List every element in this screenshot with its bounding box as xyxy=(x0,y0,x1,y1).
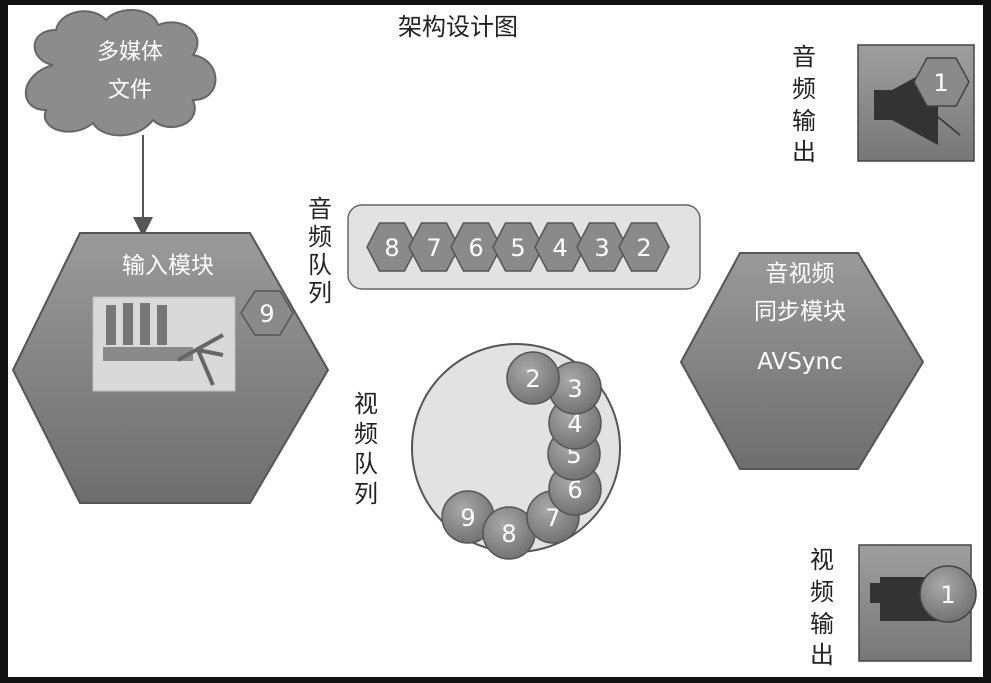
video-queue-number: 2 xyxy=(525,365,540,393)
audio-queue-number: 5 xyxy=(510,234,525,262)
video-output-badge-number: 1 xyxy=(940,581,955,609)
video-output-label: 视 频 输 出 xyxy=(810,546,834,669)
audio-queue-item: 6 xyxy=(450,222,502,272)
video-queue-number: 3 xyxy=(567,375,582,403)
audio-queue-number: 6 xyxy=(468,234,483,262)
video-queue-char-2: 频 xyxy=(354,420,378,448)
audio-queue-hex xyxy=(492,222,544,272)
video-queue-char-3: 队 xyxy=(354,450,378,478)
video-queue-number: 4 xyxy=(567,410,582,438)
audio-queue-item: 7 xyxy=(408,222,460,272)
cloud-line-2: 文件 xyxy=(108,78,152,103)
audio-queue-number: 7 xyxy=(426,234,441,262)
video-output-char-4: 出 xyxy=(810,641,834,669)
audio-output-badge-number: 1 xyxy=(933,69,948,97)
video-queue-number: 9 xyxy=(460,504,475,532)
audio-output-box: 1 xyxy=(857,44,975,162)
audio-output-char-3: 输 xyxy=(792,107,816,135)
avsync-line-1: 音视频 xyxy=(766,261,835,287)
input-module-label: 输入模块 xyxy=(122,253,214,279)
video-queue-number: 7 xyxy=(545,504,560,532)
video-output-char-1: 视 xyxy=(810,546,834,574)
audio-queue-item: 3 xyxy=(576,222,628,272)
audio-queue-char-4: 列 xyxy=(308,279,332,307)
audio-queue-number: 8 xyxy=(384,234,399,262)
audio-queue-label: 音 频 队 列 xyxy=(308,195,332,307)
multimedia-file-cloud: 多媒体 文件 xyxy=(24,8,217,137)
audio-queue-hex xyxy=(450,222,502,272)
avsync-module: 音视频 同步模块 AVSync xyxy=(679,252,925,470)
video-queue-item: 2 xyxy=(506,351,560,405)
diagram-title: 架构设计图 xyxy=(398,13,518,41)
video-queue-number: 6 xyxy=(567,476,582,504)
input-module: 输入模块 9 xyxy=(11,232,330,504)
video-output-badge: 1 xyxy=(919,565,977,623)
audio-queue-hex xyxy=(576,222,628,272)
audio-queue-hex xyxy=(408,222,460,272)
video-queue-item: 9 xyxy=(441,490,495,544)
audio-queue-number: 4 xyxy=(552,234,567,262)
audio-output-char-1: 音 xyxy=(792,43,816,71)
video-queue-ball xyxy=(506,351,560,405)
audio-queue-char-2: 频 xyxy=(308,223,332,251)
video-output-box: 1 xyxy=(858,544,977,662)
cloud-line-1: 多媒体 xyxy=(97,40,163,65)
architecture-diagram: 架构设计图 多媒体 文件 输入模块 9 音 频 队 xyxy=(11,8,977,669)
video-output-char-2: 频 xyxy=(810,578,834,606)
audio-output-char-4: 出 xyxy=(792,138,816,166)
video-queue-number: 8 xyxy=(501,520,516,548)
audio-output-label: 音 频 输 出 xyxy=(792,43,816,166)
input-badge-hex: 9 xyxy=(240,290,294,336)
audio-queue-char-3: 队 xyxy=(308,251,332,279)
audio-queue-hex xyxy=(618,222,670,272)
audio-queue-item: 4 xyxy=(534,222,586,272)
audio-queue-char-1: 音 xyxy=(308,195,332,223)
audio-queue-item: 8 xyxy=(366,222,418,272)
engine-image xyxy=(92,296,236,392)
avsync-line-2: 同步模块 xyxy=(754,299,846,325)
video-output-char-3: 输 xyxy=(810,610,834,638)
audio-queue-number: 3 xyxy=(594,234,609,262)
video-queue-char-4: 列 xyxy=(354,480,378,508)
input-badge-number: 9 xyxy=(259,300,274,328)
audio-queue-item: 5 xyxy=(492,222,544,272)
audio-queue-hex xyxy=(534,222,586,272)
audio-queue-item: 2 xyxy=(618,222,670,272)
video-queue-char-1: 视 xyxy=(354,390,378,418)
audio-output-char-2: 频 xyxy=(792,75,816,103)
avsync-line-3: AVSync xyxy=(757,349,842,375)
audio-queue-number: 2 xyxy=(636,234,651,262)
video-queue-label: 视 频 队 列 xyxy=(354,390,378,508)
audio-queue-hex xyxy=(366,222,418,272)
diagram-canvas: 架构设计图 多媒体 文件 输入模块 9 音 频 队 xyxy=(8,5,983,677)
audio-output-badge: 1 xyxy=(913,57,970,107)
